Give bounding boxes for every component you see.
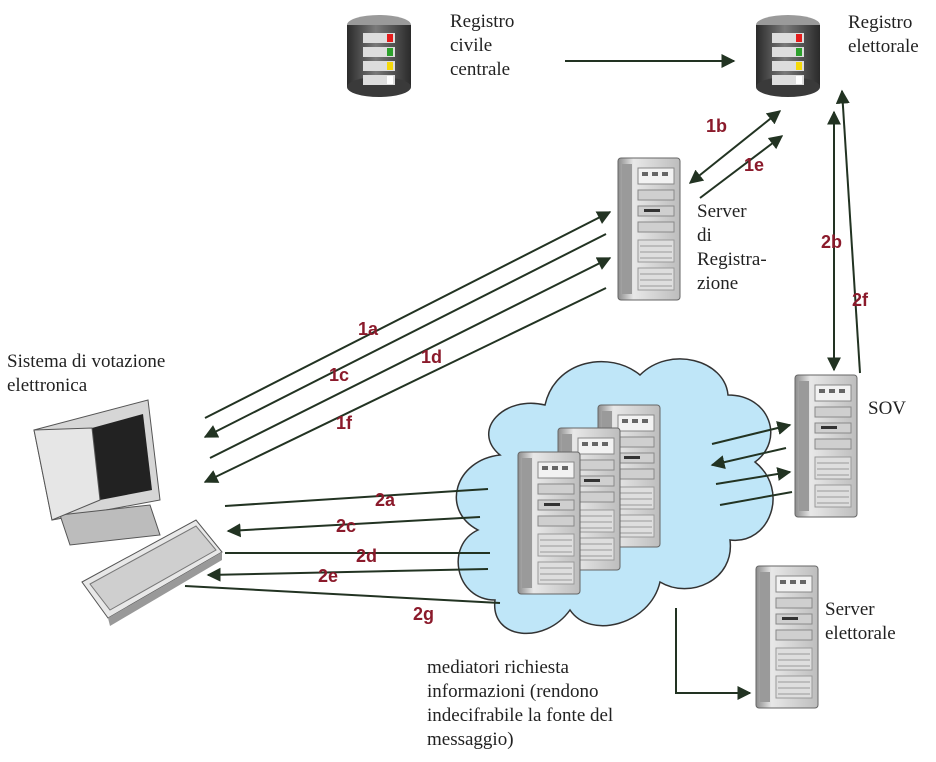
arrow-2g — [184, 585, 501, 604]
registro-elettorale-label: Registro elettorale — [848, 12, 919, 57]
arrow-1f — [203, 287, 607, 483]
edge-label-2c: 2c — [336, 516, 356, 536]
keyboard-icon — [81, 519, 223, 626]
arrow-cloud-sov-3 — [715, 467, 792, 485]
arrow-cloud-sov-2 — [710, 447, 787, 470]
arrow-cloud-sov-4 — [719, 491, 793, 506]
edge-label-1e: 1e — [744, 155, 764, 175]
database-icon — [756, 15, 820, 97]
edge-label-2g: 2g — [413, 604, 434, 624]
edge-label-2d: 2d — [356, 546, 377, 566]
server-icon — [755, 565, 819, 709]
arrow-cloud-to-server-elettorale — [675, 608, 752, 700]
arrow-1c — [203, 233, 607, 438]
mediatori-label: mediatori richiesta informazioni (rendon… — [427, 657, 614, 750]
edge-labels: 1b 1e 2b 2f 1a 1c 1d 1f 2a 2c 2d 2e 2g — [318, 116, 869, 624]
edge-label-2a: 2a — [375, 490, 396, 510]
edge-label-1d: 1d — [421, 347, 442, 367]
sistema-votazione-label: Sistema di votazione elettronica — [7, 351, 166, 396]
arrow-1a — [204, 211, 612, 419]
arrow-1e — [699, 135, 784, 199]
computer-icon — [33, 399, 161, 546]
server-registrazione-label: Server di Registra- zione — [697, 201, 767, 294]
server-icon — [517, 451, 581, 595]
arrow-2e — [206, 567, 489, 582]
edge-label-2f: 2f — [852, 290, 869, 310]
arrow-2a — [224, 488, 489, 507]
arrow-2c — [226, 516, 481, 538]
arrow-cloud-sov-1 — [711, 421, 792, 445]
server-icon — [794, 374, 858, 518]
edge-label-1b: 1b — [706, 116, 727, 136]
arrow-1b — [688, 110, 782, 184]
edge-label-1f: 1f — [336, 413, 353, 433]
edge-label-1a: 1a — [358, 319, 379, 339]
arrow-2f — [835, 89, 861, 374]
sov-label: SOV — [868, 398, 907, 419]
server-icon — [617, 157, 681, 301]
database-icon — [347, 15, 411, 97]
arrow-1d — [209, 257, 612, 459]
edge-label-1c: 1c — [329, 365, 349, 385]
registro-civile-label: Registro civile centrale — [450, 11, 515, 80]
edge-label-2b: 2b — [821, 232, 842, 252]
server-elettorale-label: Server elettorale — [825, 599, 896, 644]
edge-label-2e: 2e — [318, 566, 338, 586]
connector-arrows — [184, 54, 861, 700]
